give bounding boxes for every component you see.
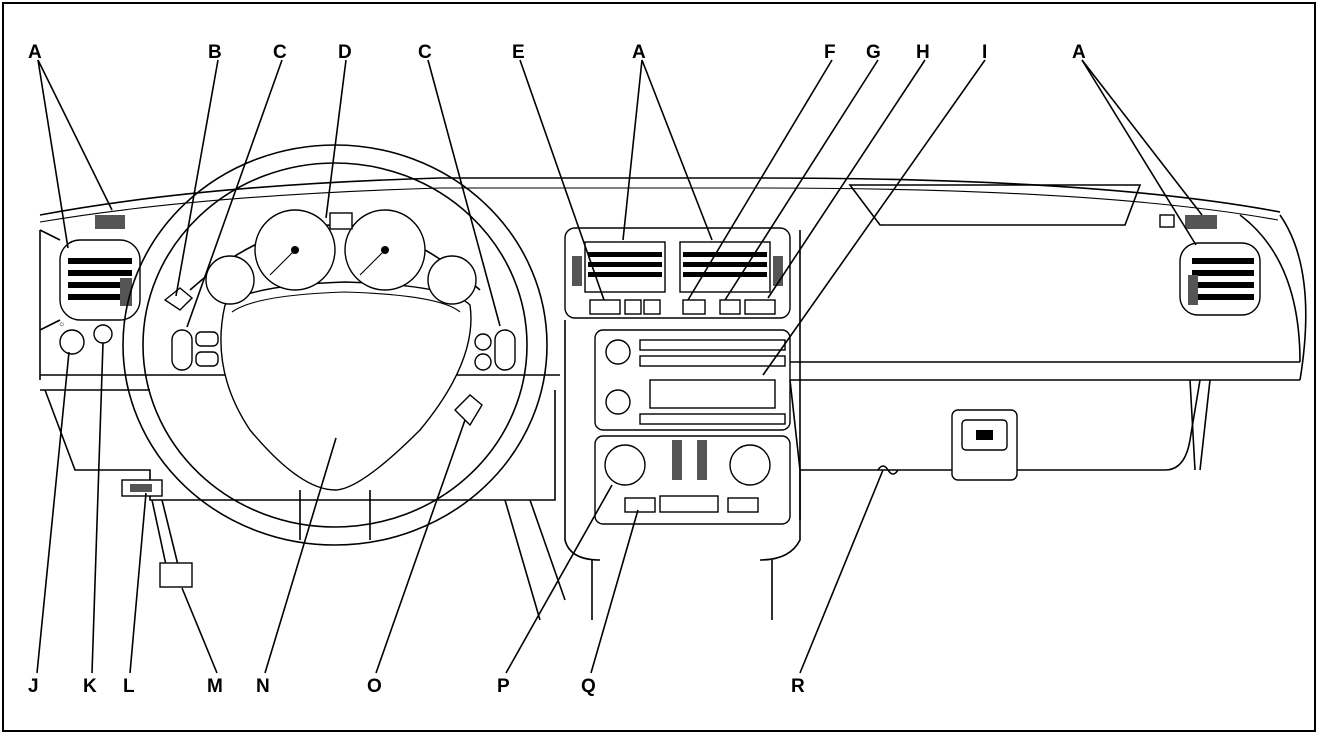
callout-labels: A B C D C E A F G H I A J K L M N O P Q … (28, 42, 1086, 697)
callout-j: J (28, 676, 39, 697)
callout-r: R (791, 676, 805, 697)
callout-c-left: C (273, 42, 287, 63)
right-air-vent (1159, 214, 1261, 316)
stalks (163, 287, 483, 427)
callout-c-right: C (418, 42, 432, 63)
hood-release-and-pedal (121, 479, 193, 588)
callout-i: I (982, 42, 987, 63)
callout-b: B (208, 42, 222, 63)
leader-lines (36, 59, 1203, 674)
left-air-vent (39, 215, 141, 380)
callout-g: G (866, 42, 881, 63)
center-stack (504, 227, 801, 621)
callout-m: M (207, 676, 223, 697)
callout-a-left: A (28, 42, 42, 63)
callout-k: K (83, 676, 97, 697)
callout-d: D (338, 42, 352, 63)
callout-n: N (256, 676, 270, 697)
glove-box (789, 184, 1211, 520)
callout-q: Q (581, 676, 596, 697)
svg-text:☼: ☼ (58, 319, 65, 328)
callout-f: F (824, 42, 836, 63)
callout-h: H (916, 42, 930, 63)
callout-p: P (497, 676, 510, 697)
light-controls: ☼ (58, 319, 113, 355)
callout-a-center: A (632, 42, 646, 63)
callout-l: L (123, 676, 135, 697)
instrument-cluster (189, 209, 481, 305)
callout-a-right: A (1072, 42, 1086, 63)
callout-o: O (367, 676, 382, 697)
steering-wheel (122, 144, 548, 546)
callout-e: E (512, 42, 525, 63)
